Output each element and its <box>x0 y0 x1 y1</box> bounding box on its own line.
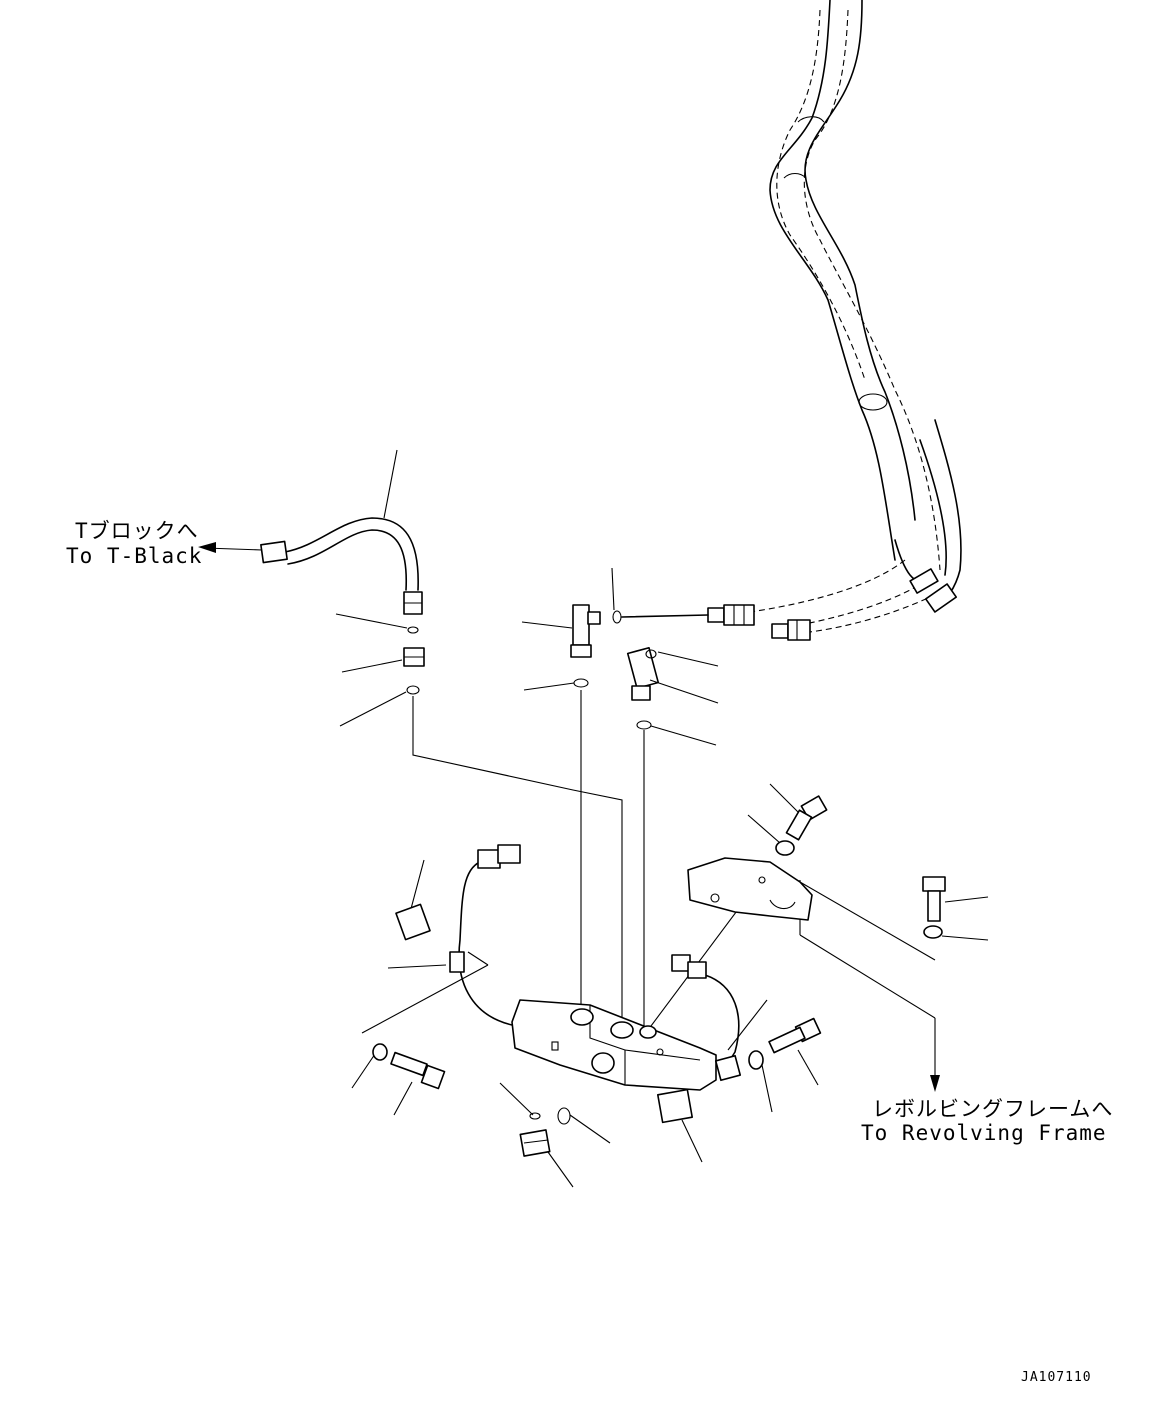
mounting-bracket <box>687 857 813 921</box>
harness-sleeve <box>749 0 962 633</box>
fittings-left <box>403 626 623 1030</box>
revolving-frame-label-en: To Revolving Frame <box>861 1121 1107 1145</box>
t-block-label-jp: Tブロックへ <box>75 519 199 543</box>
hose-assembly <box>260 517 423 615</box>
leader-lines <box>198 449 989 1188</box>
fittings-bottom <box>519 1107 571 1157</box>
valve-block <box>511 999 717 1091</box>
harness-connectors <box>621 604 811 641</box>
sensor-cables <box>395 844 742 1124</box>
bolts-washers <box>372 795 946 1090</box>
revolving-frame-label-jp: レボルビングフレームへ <box>872 1097 1114 1121</box>
drawing-code: JA107110 <box>1021 1370 1092 1385</box>
t-block-label-en: To T-Black <box>66 544 203 568</box>
pressure-switches <box>570 604 660 1030</box>
